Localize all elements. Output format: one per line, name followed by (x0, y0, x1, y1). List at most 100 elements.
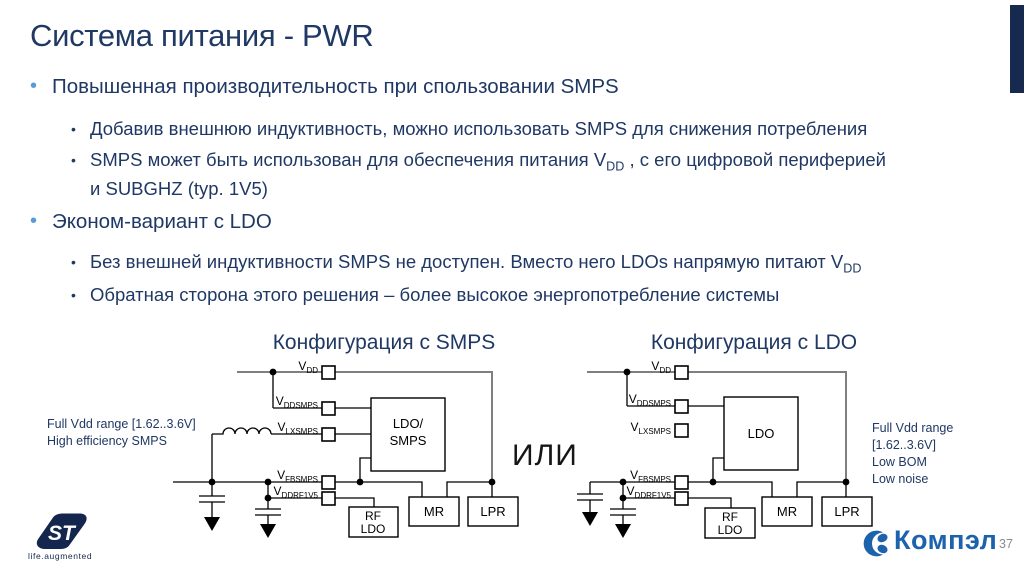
rf-ldo-box (348, 506, 399, 538)
vddsmps-wire (272, 372, 371, 409)
pin-vlxsmps (321, 427, 336, 442)
mr-label: MR (424, 504, 444, 519)
smps-schematic: LDO/ SMPS RF LDO MR LPR VDD VDDSMPS VLXS… (173, 359, 519, 538)
ldo-diagram-caption: Конфигурация с LDO (650, 331, 858, 354)
junction-dot (269, 368, 277, 376)
label-vddsmps: VDDSMPS (276, 394, 318, 410)
capacitor-1 (577, 482, 603, 526)
label-vdd: VDD (298, 359, 318, 375)
smps-note: Full Vdd range [1.62..3.6V] High efficie… (47, 416, 196, 450)
bullet-2-sub-1: • Без внешней индуктивности SMPS не дост… (71, 247, 861, 277)
bullet-1-sub-1: • Добавив внешнюю индуктивность, можно и… (71, 114, 867, 144)
bullet-marker: • (71, 152, 76, 168)
rf-ldo-label-1: RF (722, 510, 738, 524)
ldo-label: LDO (748, 426, 775, 441)
junction-dot (623, 368, 631, 376)
ldo-schematic: LDO RF LDO MR LPR VDD VDDSMPS VLXSMPS VF… (577, 359, 873, 539)
ldo-smps-label-2: SMPS (390, 433, 427, 448)
ldo-box (723, 396, 799, 471)
ground-arrow-1 (582, 512, 598, 526)
ground-arrow-2 (615, 524, 631, 538)
vdd-rail (237, 371, 493, 482)
st-tagline: life.augmented (28, 551, 93, 561)
label-vddsmps: VDDSMPS (629, 392, 671, 408)
junction-dot (264, 494, 272, 502)
bullet-2-text: Эконом-вариант с LDO (52, 210, 272, 233)
lpr-label: LPR (834, 504, 859, 519)
ldo-note-line4: Low noise (872, 471, 929, 486)
rf-ldo-box (704, 507, 756, 539)
lpr-label: LPR (480, 504, 505, 519)
smps-note-line1: Full Vdd range [1.62..3.6V] (47, 417, 196, 431)
pin-vddsmps (674, 399, 689, 414)
junction-dot (842, 478, 850, 486)
page-number: 37 (999, 537, 1013, 551)
label-vdd: VDD (651, 359, 671, 375)
page-title: Система питания - PWR (30, 18, 374, 53)
rf-ldo-label-1: RF (365, 509, 381, 523)
text-part: , с его цифровой периферией (624, 149, 887, 170)
mr-label: MR (777, 504, 797, 519)
lpr-box (467, 496, 519, 527)
ldo-smps-box (370, 397, 446, 472)
smps-note-line2: High efficiency SMPS (47, 433, 167, 448)
mr-box (408, 496, 460, 527)
subscript: DD (606, 159, 625, 174)
pin-vlxsmps (674, 423, 689, 438)
bullet-marker: • (71, 254, 76, 270)
subscript: DD (843, 261, 862, 276)
vdd-rail (587, 371, 847, 482)
bullet-2-sub-1-text: Без внешней индуктивности SMPS не доступ… (90, 247, 861, 276)
bullet-1-sub-2-text: SMPS может быть использован для обеспече… (90, 145, 886, 203)
st-logo-shape (36, 513, 87, 549)
vfbsmps-wire (590, 457, 847, 497)
label-vlxsmps: VLXSMPS (278, 420, 318, 436)
text-part: Без внешней индуктивности SMPS не доступ… (90, 251, 844, 272)
label-vddrf1v5: VDDRF1V5 (627, 484, 672, 500)
kompel-logo-text: Компэл (894, 525, 998, 555)
rf-ldo-label-2: LDO (361, 522, 386, 536)
junction-dot (264, 478, 272, 486)
bullet-marker: • (71, 287, 76, 303)
or-label: ИЛИ (512, 439, 578, 472)
junction-dot (709, 478, 717, 486)
pin-vdd (674, 365, 689, 380)
text-part: SMPS может быть использован для обеспече… (90, 149, 607, 170)
vddsmps-wire (626, 372, 724, 407)
mr-box (761, 496, 813, 527)
bullet-marker: • (71, 121, 76, 137)
junction-dot (356, 478, 364, 486)
ground-arrow-1 (204, 517, 220, 531)
bullet-1: • Повышенная производительность при спол… (30, 74, 619, 100)
text-part: и SUBGHZ (typ. 1V5) (90, 178, 268, 199)
bullet-2-sub-2: • Обратная сторона этого решения – более… (71, 280, 779, 310)
inductor-coil (211, 427, 371, 482)
bullet-2-sub-2-text: Обратная сторона этого решения – более в… (90, 284, 780, 305)
label-vlxsmps: VLXSMPS (631, 420, 671, 436)
bullet-1-sub-2: • SMPS может быть использован для обеспе… (71, 145, 1011, 203)
junction-dot (619, 494, 627, 502)
st-logo: ST (36, 513, 87, 549)
pin-vfbsmps (321, 475, 336, 490)
bullet-1-sub-1-text: Добавив внешнюю индуктивность, можно исп… (90, 118, 868, 139)
bullet-marker: • (30, 75, 38, 97)
bullet-1-text: Повышенная производительность при спольз… (52, 75, 619, 98)
pin-vddsmps (321, 401, 336, 416)
junction-dot (619, 478, 627, 486)
capacitor-1 (199, 482, 225, 531)
accent-bar (1010, 5, 1024, 93)
label-vfbsmps: VFBSMPS (630, 468, 671, 484)
lpr-box (821, 496, 873, 527)
pin-vdd (321, 365, 336, 380)
kompel-icon (863, 530, 888, 557)
pin-vfbsmps (674, 475, 689, 490)
ldo-note-line3: Low BOM (872, 454, 927, 469)
ldo-note-line2: [1.62..3.6V] (872, 437, 936, 452)
label-vddrf1v5: VDDRF1V5 (274, 484, 319, 500)
junction-dot (208, 478, 216, 486)
junction-dot (488, 478, 496, 486)
capacitor-2 (255, 498, 281, 538)
ldo-smps-label-1: LDO/ (393, 416, 424, 431)
pin-vddrf1v5 (321, 491, 336, 506)
